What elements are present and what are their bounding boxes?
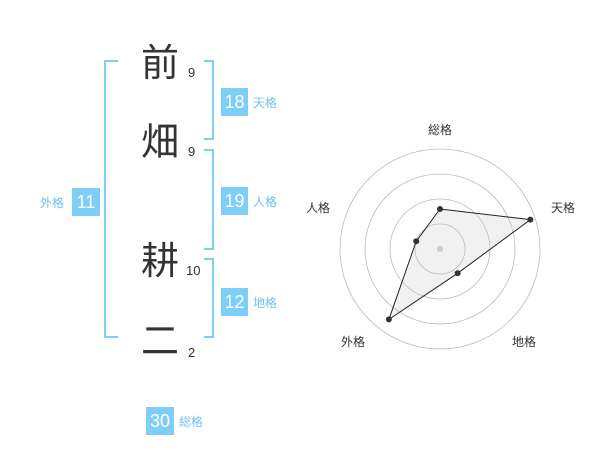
- radar-points: [385, 206, 534, 323]
- radar-point: [527, 216, 534, 223]
- stroke-count-2: 9: [188, 144, 196, 159]
- chikaku-bracket: [204, 258, 214, 338]
- tenkaku-value: 18: [221, 88, 248, 116]
- radar-point: [413, 238, 420, 245]
- name-char-1: 前: [140, 41, 179, 85]
- jinkaku-value: 19: [221, 187, 248, 215]
- radar-axis-label-gaikaku: 外格: [341, 334, 365, 349]
- radar-point: [385, 316, 392, 323]
- tenkaku-bracket: [204, 60, 214, 140]
- chikaku-value: 12: [221, 288, 248, 316]
- radar-axis-label-tenkaku: 天格: [551, 200, 575, 215]
- stroke-count-3: 10: [186, 263, 201, 278]
- name-char-3: 耕: [140, 239, 179, 283]
- radar-axis-label-jinkaku: 人格: [306, 200, 330, 215]
- radar-grid-ring: [414, 223, 466, 275]
- stroke-count-4: 2: [188, 345, 196, 360]
- radar-axis-label-soukaku: 総格: [428, 122, 452, 137]
- radar-point: [454, 270, 461, 277]
- radar-grid-ring: [364, 173, 516, 325]
- gaikaku-bracket: [104, 60, 118, 338]
- radar-axis-label-chikaku: 地格: [512, 334, 536, 349]
- name-char-2: 畑: [140, 120, 179, 164]
- stroke-count-1: 9: [188, 65, 196, 80]
- jinkaku-bracket: [204, 149, 214, 250]
- radar-point: [437, 206, 443, 212]
- radar-center-dot: [437, 246, 443, 252]
- chikaku-label: 地格: [253, 296, 278, 310]
- gaikaku-label: 外格: [40, 196, 65, 210]
- soukaku-label: 総格: [179, 415, 204, 429]
- radar-area: [387, 208, 532, 321]
- tenkaku-label: 天格: [253, 96, 278, 110]
- radar-grid-ring: [339, 148, 541, 350]
- soukaku-value: 30: [146, 407, 174, 435]
- name-char-4: 二: [140, 319, 179, 363]
- gaikaku-value: 11: [72, 188, 100, 216]
- jinkaku-label: 人格: [253, 195, 278, 209]
